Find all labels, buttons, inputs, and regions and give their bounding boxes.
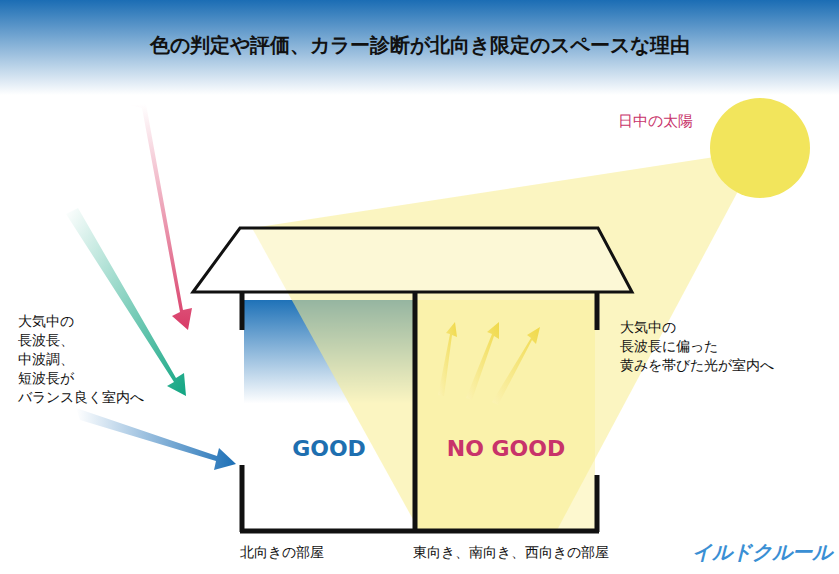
- room-rating: NO GOOD: [447, 436, 566, 461]
- reflected-light-arrows: [438, 322, 540, 405]
- text-line: 長波長に偏った: [620, 337, 774, 356]
- text-line: 大気中の: [18, 312, 144, 331]
- text-line: 短波長が: [18, 369, 144, 388]
- sun-label: 日中の太陽: [618, 112, 693, 131]
- sun: [710, 98, 810, 198]
- right-note: 大気中の 長波長に偏った 黄みを帯びた光が室内へ: [620, 318, 774, 375]
- room-box: NO GOOD東向き、南向き、西向きの部屋: [417, 300, 595, 530]
- room-box: GOOD北向きの部屋: [244, 300, 414, 530]
- room-caption: 北向きの部屋: [240, 544, 324, 562]
- short-wave-arrow: [76, 408, 236, 470]
- text-line: バランス良く室内へ: [18, 388, 144, 407]
- text-line: 黄みを帯びた光が室内へ: [620, 356, 774, 375]
- long-wave-arrow: [130, 104, 192, 330]
- header-band: [0, 0, 839, 95]
- title: 色の判定や評価、カラー診断が北向き限定のスペースな理由: [0, 32, 839, 59]
- room-rating: GOOD: [292, 436, 366, 461]
- logo: イルドクルール: [692, 540, 832, 564]
- room-caption: 東向き、南向き、西向きの部屋: [413, 544, 609, 562]
- mid-wave-arrow: [66, 208, 186, 396]
- text-line: イルドクルール: [692, 540, 832, 564]
- left-note: 大気中の 長波長、 中波調、 短波長が バランス良く室内へ: [18, 312, 144, 407]
- text-line: 長波長、: [18, 331, 144, 350]
- house-walls: [240, 292, 599, 532]
- sun-node: 日中の太陽: [710, 98, 810, 198]
- text-line: 中波調、: [18, 350, 144, 369]
- text-line: 大気中の: [620, 318, 774, 337]
- roof: [193, 228, 632, 292]
